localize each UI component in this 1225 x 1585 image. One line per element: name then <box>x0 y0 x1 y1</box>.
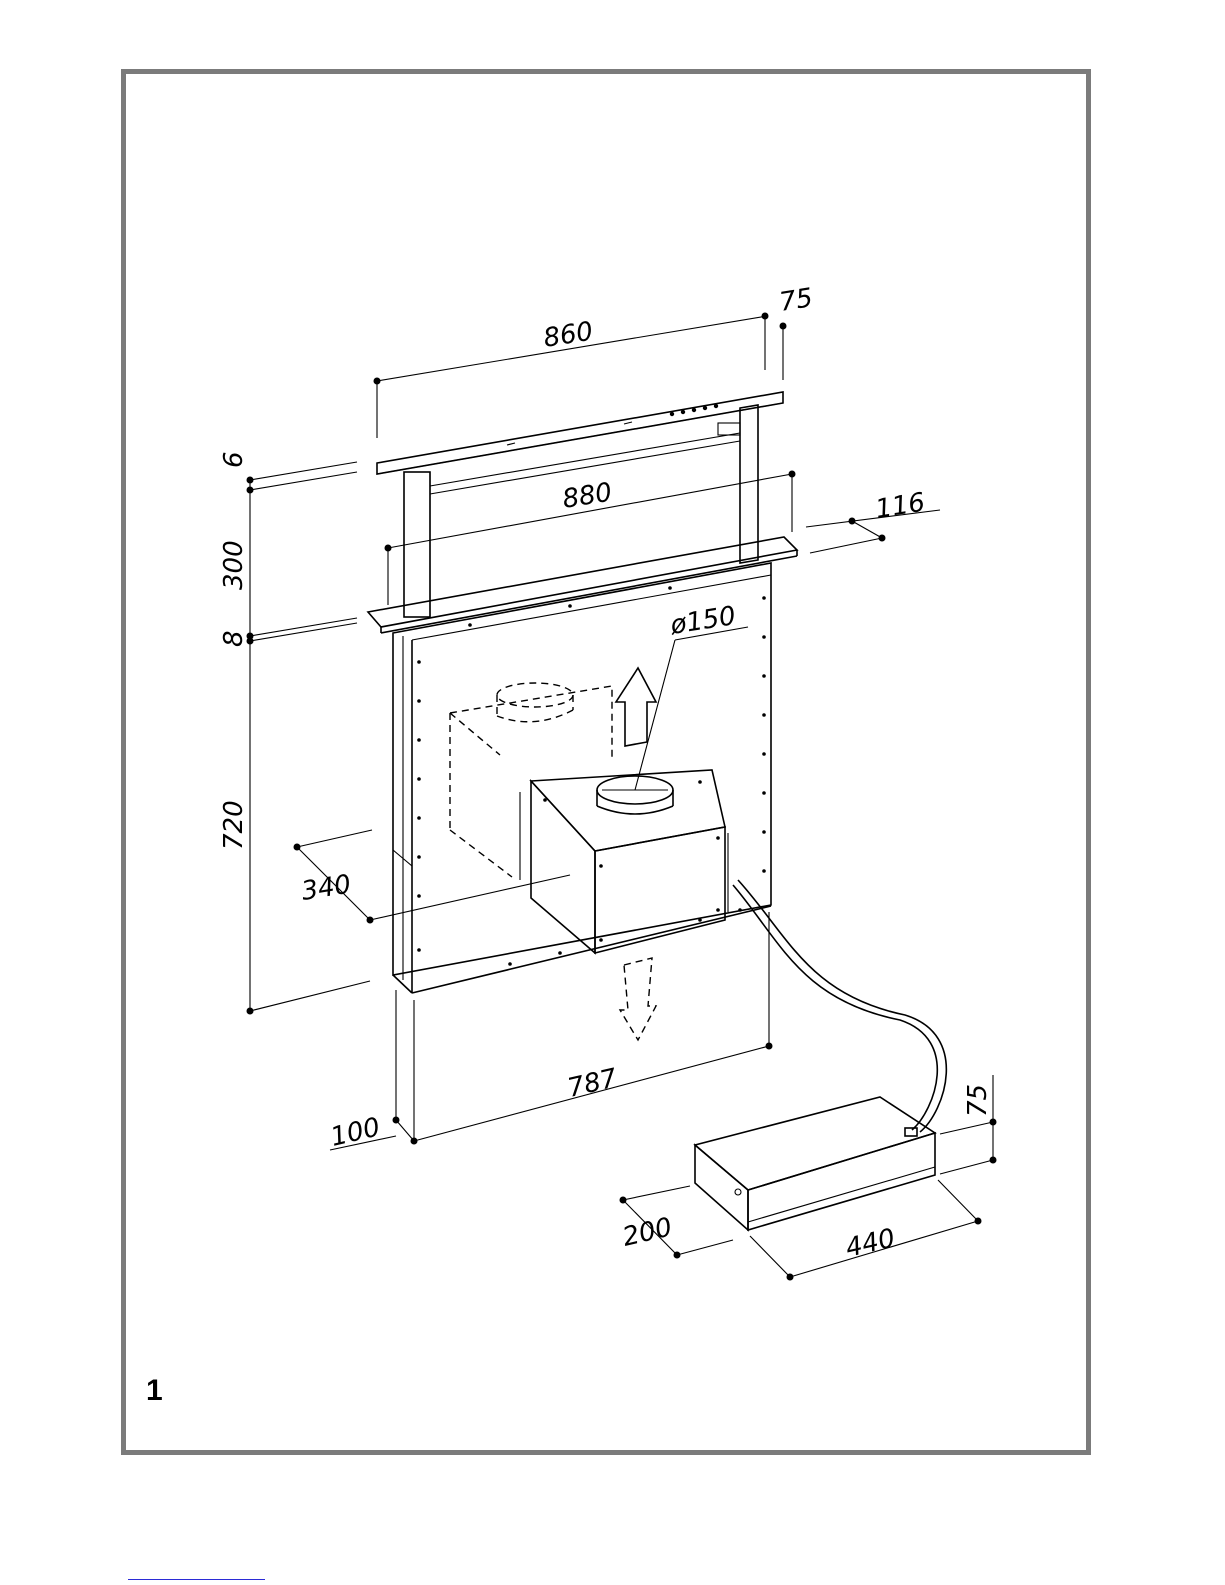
dim-lid-thickness: 6 <box>219 451 249 468</box>
dim-remote-width: 440 <box>843 1223 898 1263</box>
footer-link-rule <box>128 1579 265 1580</box>
top-lid <box>377 392 783 474</box>
dim-remote-depth: 200 <box>620 1212 675 1252</box>
dim-bottom-depth: 100 <box>328 1112 383 1152</box>
dim-panel-width: 880 <box>560 478 614 515</box>
remote-motor-box <box>695 1097 935 1230</box>
figure-number: 1 <box>146 1374 163 1408</box>
dim-frame-thickness: 8 <box>219 630 249 647</box>
dim-bottom-width: 787 <box>565 1063 621 1103</box>
dim-motor-depth: 340 <box>299 870 353 907</box>
dim-duct-diameter: ø150 <box>667 601 737 641</box>
dim-body-height: 720 <box>219 800 249 850</box>
dim-top-width: 860 <box>541 317 595 354</box>
dim-rise-height: 300 <box>219 540 249 590</box>
dim-top-depth: 75 <box>777 283 814 318</box>
dim-frame-depth: 116 <box>873 488 927 525</box>
dim-remote-height: 75 <box>963 1084 993 1117</box>
power-cable <box>733 880 946 1132</box>
airflow-down-arrow <box>620 958 656 1040</box>
motor-box <box>520 770 728 953</box>
